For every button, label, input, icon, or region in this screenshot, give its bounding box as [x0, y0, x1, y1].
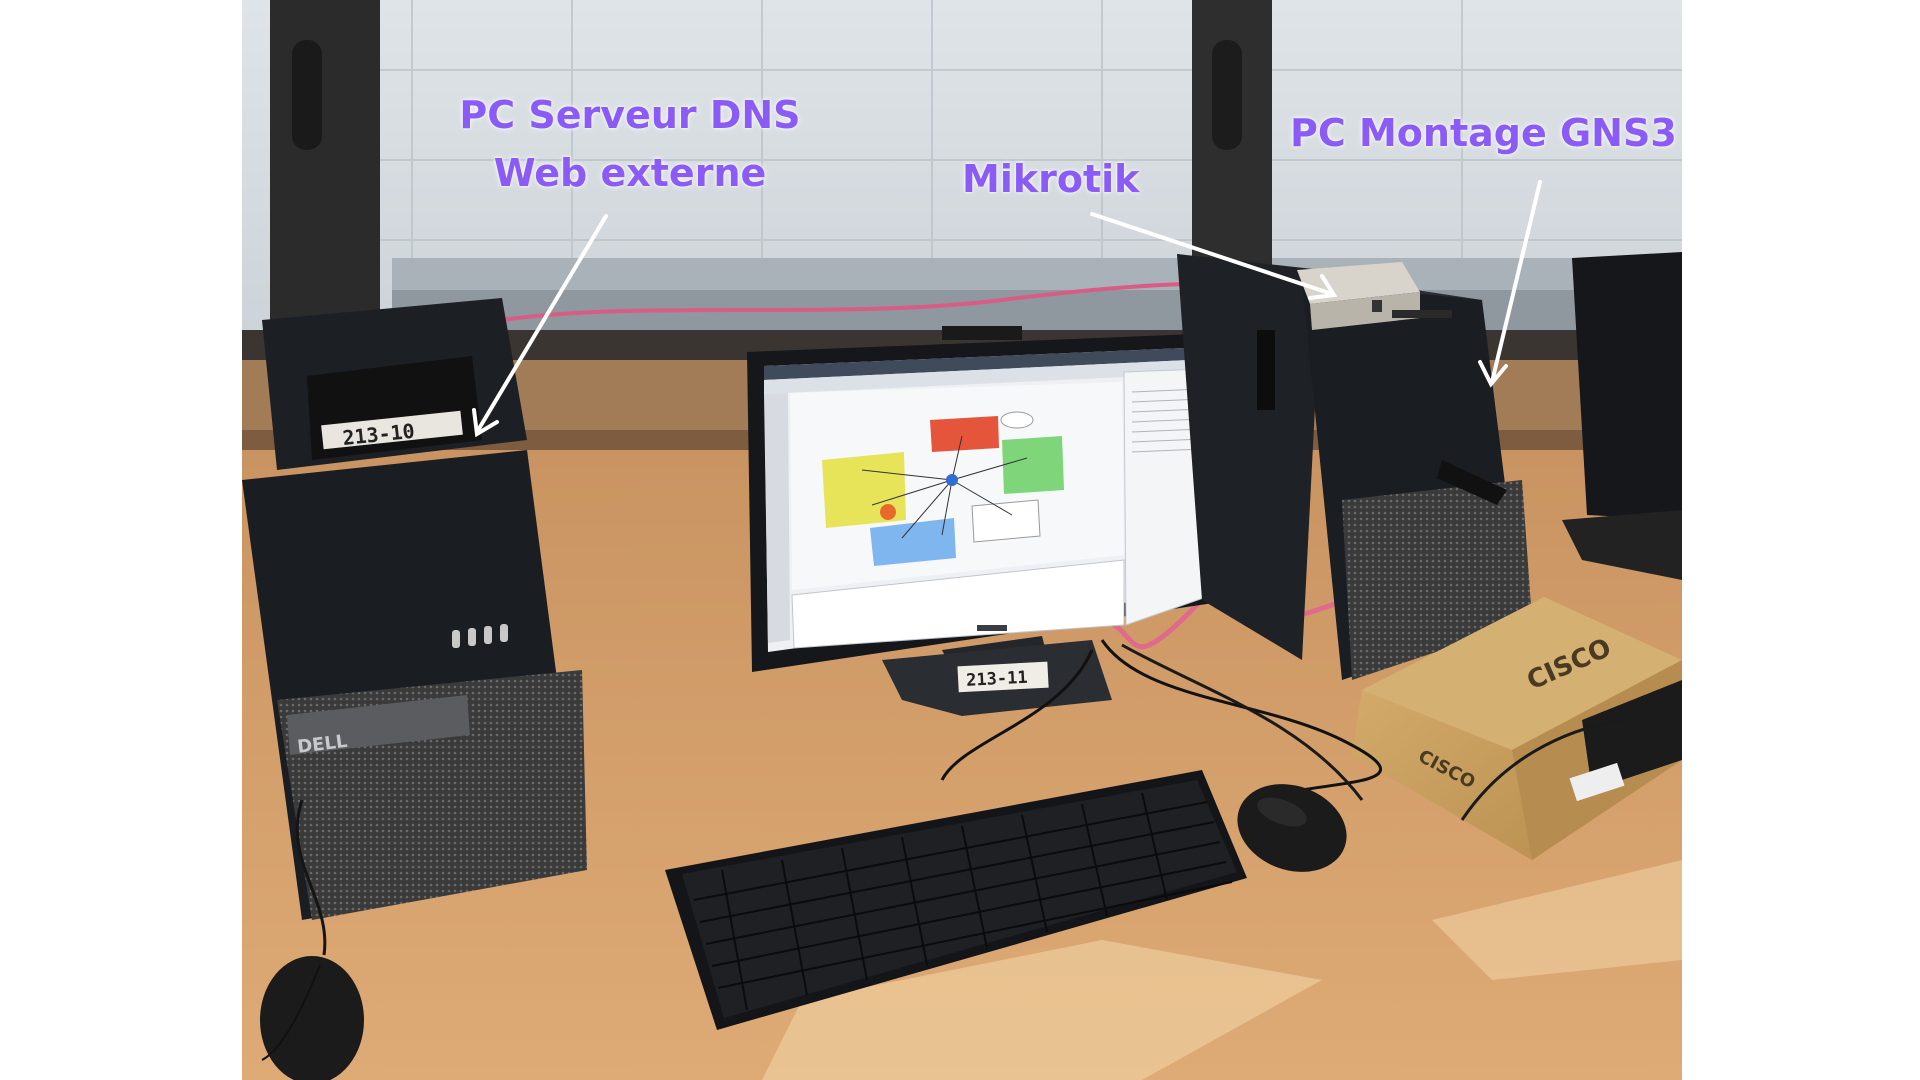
keyboard — [665, 770, 1247, 1030]
dns-server-annotation-line2: Web externe — [493, 151, 767, 195]
annotation-arrows — [472, 180, 1542, 438]
lab-desk-photo: 213-10 DELL — [242, 0, 1682, 1080]
right-monitor — [1562, 252, 1682, 580]
monitor: 213-11 — [747, 332, 1247, 716]
mikrotik-annotation: Mikrotik — [962, 157, 1140, 201]
dns-server-tower: 213-10 DELL — [242, 298, 587, 920]
left-mouse — [260, 956, 364, 1080]
cisco-box: CISCO CISCO — [1352, 597, 1682, 860]
gns3-pc-annotation: PC Montage GNS3 — [1290, 111, 1677, 155]
svg-text:213-11: 213-11 — [966, 668, 1028, 691]
gns3-tower — [1177, 254, 1532, 680]
dns-server-annotation: PC Serveur DNS Web externe — [455, 86, 805, 202]
dns-server-annotation-line1: PC Serveur DNS — [459, 93, 801, 137]
window-frame-left — [270, 0, 380, 330]
